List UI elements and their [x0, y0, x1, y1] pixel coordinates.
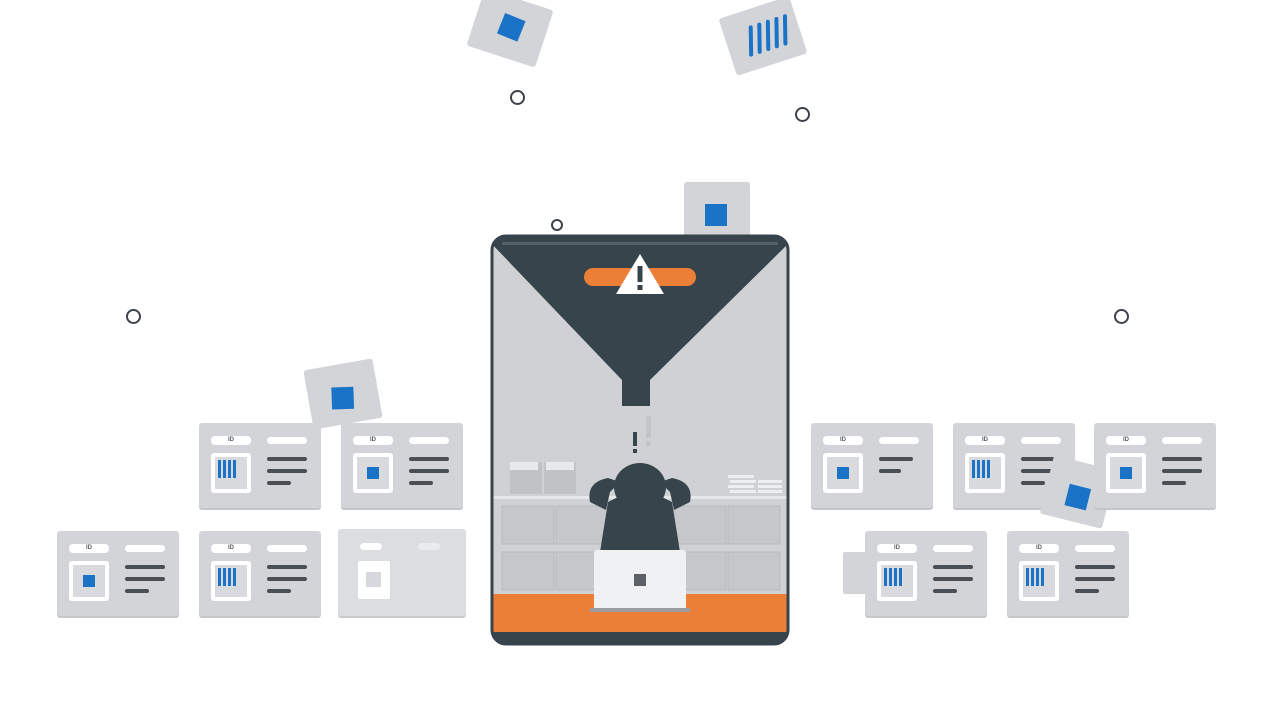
- id-label: ID: [1106, 436, 1146, 445]
- blue-square-icon: [367, 467, 379, 479]
- floating-id-tile: [303, 358, 383, 430]
- circle-marker: [510, 90, 525, 105]
- barcode-icon: [972, 460, 990, 478]
- blue-square-icon: [1064, 483, 1092, 511]
- id-card-photo: ID: [57, 531, 179, 616]
- id-label: ID: [1019, 544, 1059, 553]
- id-label: ID: [965, 436, 1005, 445]
- circle-marker: [551, 219, 563, 231]
- blue-square-icon: [331, 386, 355, 410]
- id-card-barcode: ID: [199, 531, 321, 616]
- id-card-barcode: ID: [865, 531, 987, 616]
- blue-square-icon: [83, 575, 95, 587]
- circle-marker: [1114, 309, 1129, 324]
- blue-square-icon: [837, 467, 849, 479]
- id-card-photo: ID: [1094, 423, 1216, 508]
- floating-id-tile: [466, 0, 554, 68]
- id-card-barcode: ID: [199, 423, 321, 508]
- funnel-machine: [490, 234, 790, 646]
- circle-marker: [126, 309, 141, 324]
- id-label: ID: [211, 436, 251, 445]
- id-label: ID: [211, 544, 251, 553]
- blue-square-icon: [705, 204, 727, 226]
- id-label: ID: [877, 544, 917, 553]
- id-card-blurred: [338, 529, 466, 616]
- id-label: ID: [69, 544, 109, 553]
- id-card-barcode: ID: [1007, 531, 1129, 616]
- id-card-photo: ID: [811, 423, 933, 508]
- barcode-icon: [218, 568, 236, 586]
- blue-square-icon: [496, 13, 526, 42]
- barcode-icon: [884, 568, 902, 586]
- circle-marker: [795, 107, 810, 122]
- floating-barcode-tile: [718, 0, 808, 76]
- blue-square-icon: [1120, 467, 1132, 479]
- id-label: ID: [823, 436, 863, 445]
- id-card-photo: ID: [341, 423, 463, 508]
- barcode-icon: [218, 460, 236, 478]
- warning-triangle-icon: [616, 254, 664, 294]
- id-label: ID: [353, 436, 393, 445]
- barcode-icon: [1026, 568, 1044, 586]
- barcode-icon: [748, 14, 788, 57]
- incoming-id-tile: [684, 182, 750, 240]
- card-edge: [843, 552, 869, 594]
